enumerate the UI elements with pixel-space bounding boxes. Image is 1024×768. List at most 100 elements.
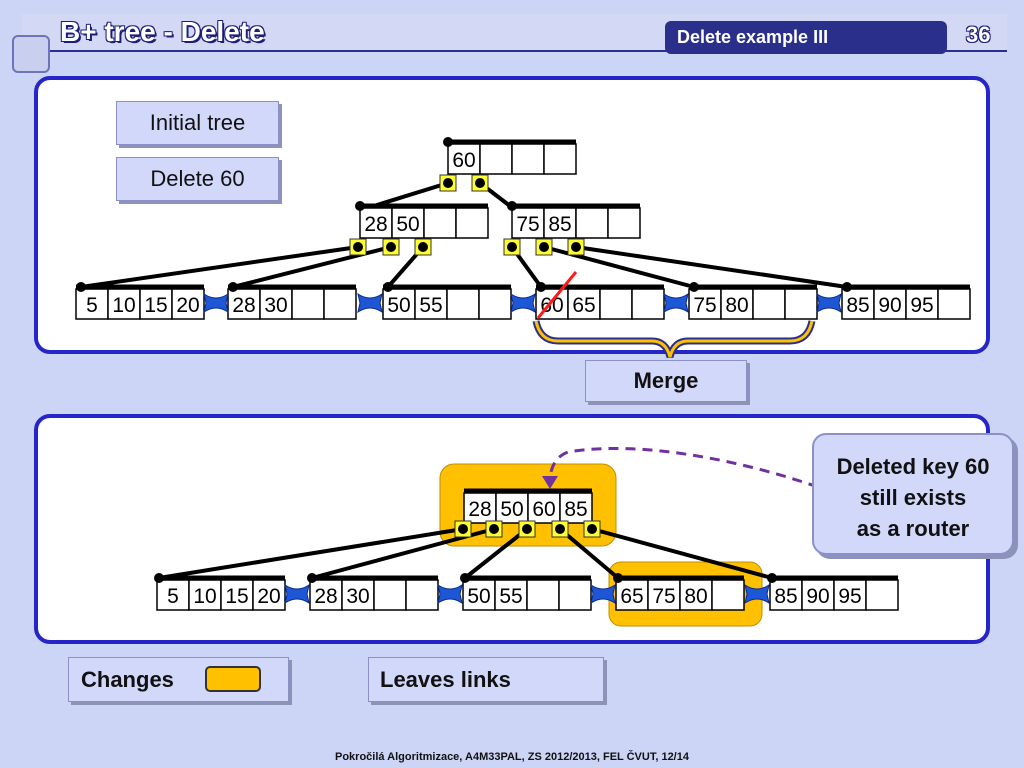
initial-leaf-node-cell — [382, 288, 416, 320]
initial-leaf-node-key: 95 — [910, 294, 933, 317]
leaf-link-icon — [816, 292, 842, 314]
leaf-link-icon — [663, 292, 689, 314]
result-leaf-node-cell — [679, 579, 713, 611]
initial-internal-node-key: 28 — [364, 213, 387, 236]
initial-root-cell — [543, 143, 577, 175]
result-leaf-node-key: 15 — [225, 585, 248, 608]
initial-internal-node-key: 75 — [516, 213, 539, 236]
result-leaf-dot — [307, 573, 317, 583]
result-root-key: 60 — [532, 498, 555, 521]
initial-internal-pointer-dot — [386, 242, 396, 252]
initial-internal-dot — [355, 201, 365, 211]
result-root-cell — [463, 492, 497, 524]
initial-tree-button[interactable]: Initial tree — [116, 101, 279, 145]
merge-brace-outline — [532, 320, 816, 359]
result-leaf-node-cell — [711, 579, 745, 611]
merge-brace — [534, 320, 814, 358]
initial-internal-pointer-dot — [571, 242, 581, 252]
router-note-line3: as a router — [856, 516, 970, 541]
initial-leaf-node-key: 85 — [846, 294, 869, 317]
router-note: Deleted key 60 still exists as a router — [812, 433, 1014, 555]
merge-button[interactable]: Merge — [585, 360, 747, 402]
delete-button[interactable]: Delete 60 — [116, 157, 279, 201]
initial-root-cell — [447, 143, 481, 175]
initial-leaf-node-key: 10 — [112, 294, 135, 317]
initial-leaf-node-cell — [171, 288, 205, 320]
initial-leaf-node-key: 80 — [725, 294, 748, 317]
result-leaf-node-cell — [405, 579, 439, 611]
initial-root-cell — [511, 143, 545, 175]
initial-internal-node-cell — [359, 207, 393, 239]
result-leaf-node-key: 55 — [499, 585, 522, 608]
leaf-link-icon — [203, 292, 229, 314]
result-root-pointer-dot — [458, 524, 468, 534]
initial-leaf-node-cell — [720, 288, 754, 320]
result-leaf-node-key: 20 — [257, 585, 280, 608]
leaf-link-icon — [357, 292, 383, 314]
page-number: 36 — [966, 22, 991, 47]
subtitle-label: Delete example III — [677, 27, 829, 47]
result-leaf-node-key: 10 — [193, 585, 216, 608]
initial-leaf-dot — [689, 282, 699, 292]
initial-leaf-node-cell — [752, 288, 786, 320]
result-root-pointer-dot — [587, 524, 597, 534]
initial-leaf-node-cell — [478, 288, 512, 320]
leaf-link-icon — [744, 583, 770, 605]
result-leaf-node-key: 28 — [314, 585, 337, 608]
router-note-line1: Deleted key 60 — [836, 454, 990, 479]
initial-internal-pointer-dot — [539, 242, 549, 252]
initial-leaf-node-cell — [259, 288, 293, 320]
edge-root-leaf — [558, 527, 620, 580]
initial-leaf-node-key: 20 — [176, 294, 199, 317]
initial-leaf-dot — [76, 282, 86, 292]
initial-leaf-node-cell — [937, 288, 971, 320]
result-root-pointer-dot — [555, 524, 565, 534]
initial-internal-node-cell — [575, 207, 609, 239]
result-leaf-node-cell — [526, 579, 560, 611]
initial-leaf-node-key: 60 — [540, 294, 563, 317]
initial-internal-node-cell — [391, 207, 425, 239]
initial-internal-node-cell — [511, 207, 545, 239]
leaf-link-icon — [510, 292, 536, 314]
result-root-key: 50 — [500, 498, 523, 521]
initial-leaf-dot — [842, 282, 852, 292]
initial-internal-pointer-dot — [353, 242, 363, 252]
initial-leaf-node-cell — [291, 288, 325, 320]
initial-leaf-node-key: 65 — [572, 294, 595, 317]
initial-leaf-node-cell — [631, 288, 665, 320]
initial-leaf-node-key: 90 — [878, 294, 901, 317]
initial-leaf-node-cell — [139, 288, 173, 320]
leaf-link-icon — [590, 583, 616, 605]
initial-leaf-node-key: 75 — [693, 294, 716, 317]
initial-leaf-dot — [228, 282, 238, 292]
result-leaf-node-cell — [188, 579, 222, 611]
subtitle-tag: Delete example III — [665, 21, 947, 54]
page-title: B+ tree - Delete — [60, 16, 265, 47]
result-leaf-node-cell — [865, 579, 899, 611]
result-leaf-node-cell — [341, 579, 375, 611]
initial-leaf-dot — [536, 282, 546, 292]
legend-leaves-links-label: Leaves links — [380, 666, 511, 692]
initial-leaf-node-key: 5 — [86, 294, 98, 317]
result-leaf-node-cell — [462, 579, 496, 611]
initial-leaf-node-key: 15 — [144, 294, 167, 317]
initial-leaf-node-cell — [567, 288, 601, 320]
initial-root-key: 60 — [452, 149, 475, 172]
result-leaf-node-cell — [309, 579, 343, 611]
initial-internal-node-cell — [423, 207, 457, 239]
router-arrow-head — [542, 476, 558, 489]
result-leaf-node-cell — [647, 579, 681, 611]
initial-internal-node-cell — [455, 207, 489, 239]
initial-leaf-node-cell — [905, 288, 939, 320]
initial-internal-dot — [507, 201, 517, 211]
result-leaf-node-key: 5 — [167, 585, 179, 608]
result-leaf-node-cell — [833, 579, 867, 611]
result-leaf-node-key: 50 — [467, 585, 490, 608]
result-root-pointer-dot — [522, 524, 532, 534]
result-leaf-node-cell — [801, 579, 835, 611]
result-root-key: 28 — [468, 498, 491, 521]
legend-changes-swatch — [205, 666, 261, 692]
initial-internal-pointer-dot — [507, 242, 517, 252]
result-leaf-dot — [613, 573, 623, 583]
